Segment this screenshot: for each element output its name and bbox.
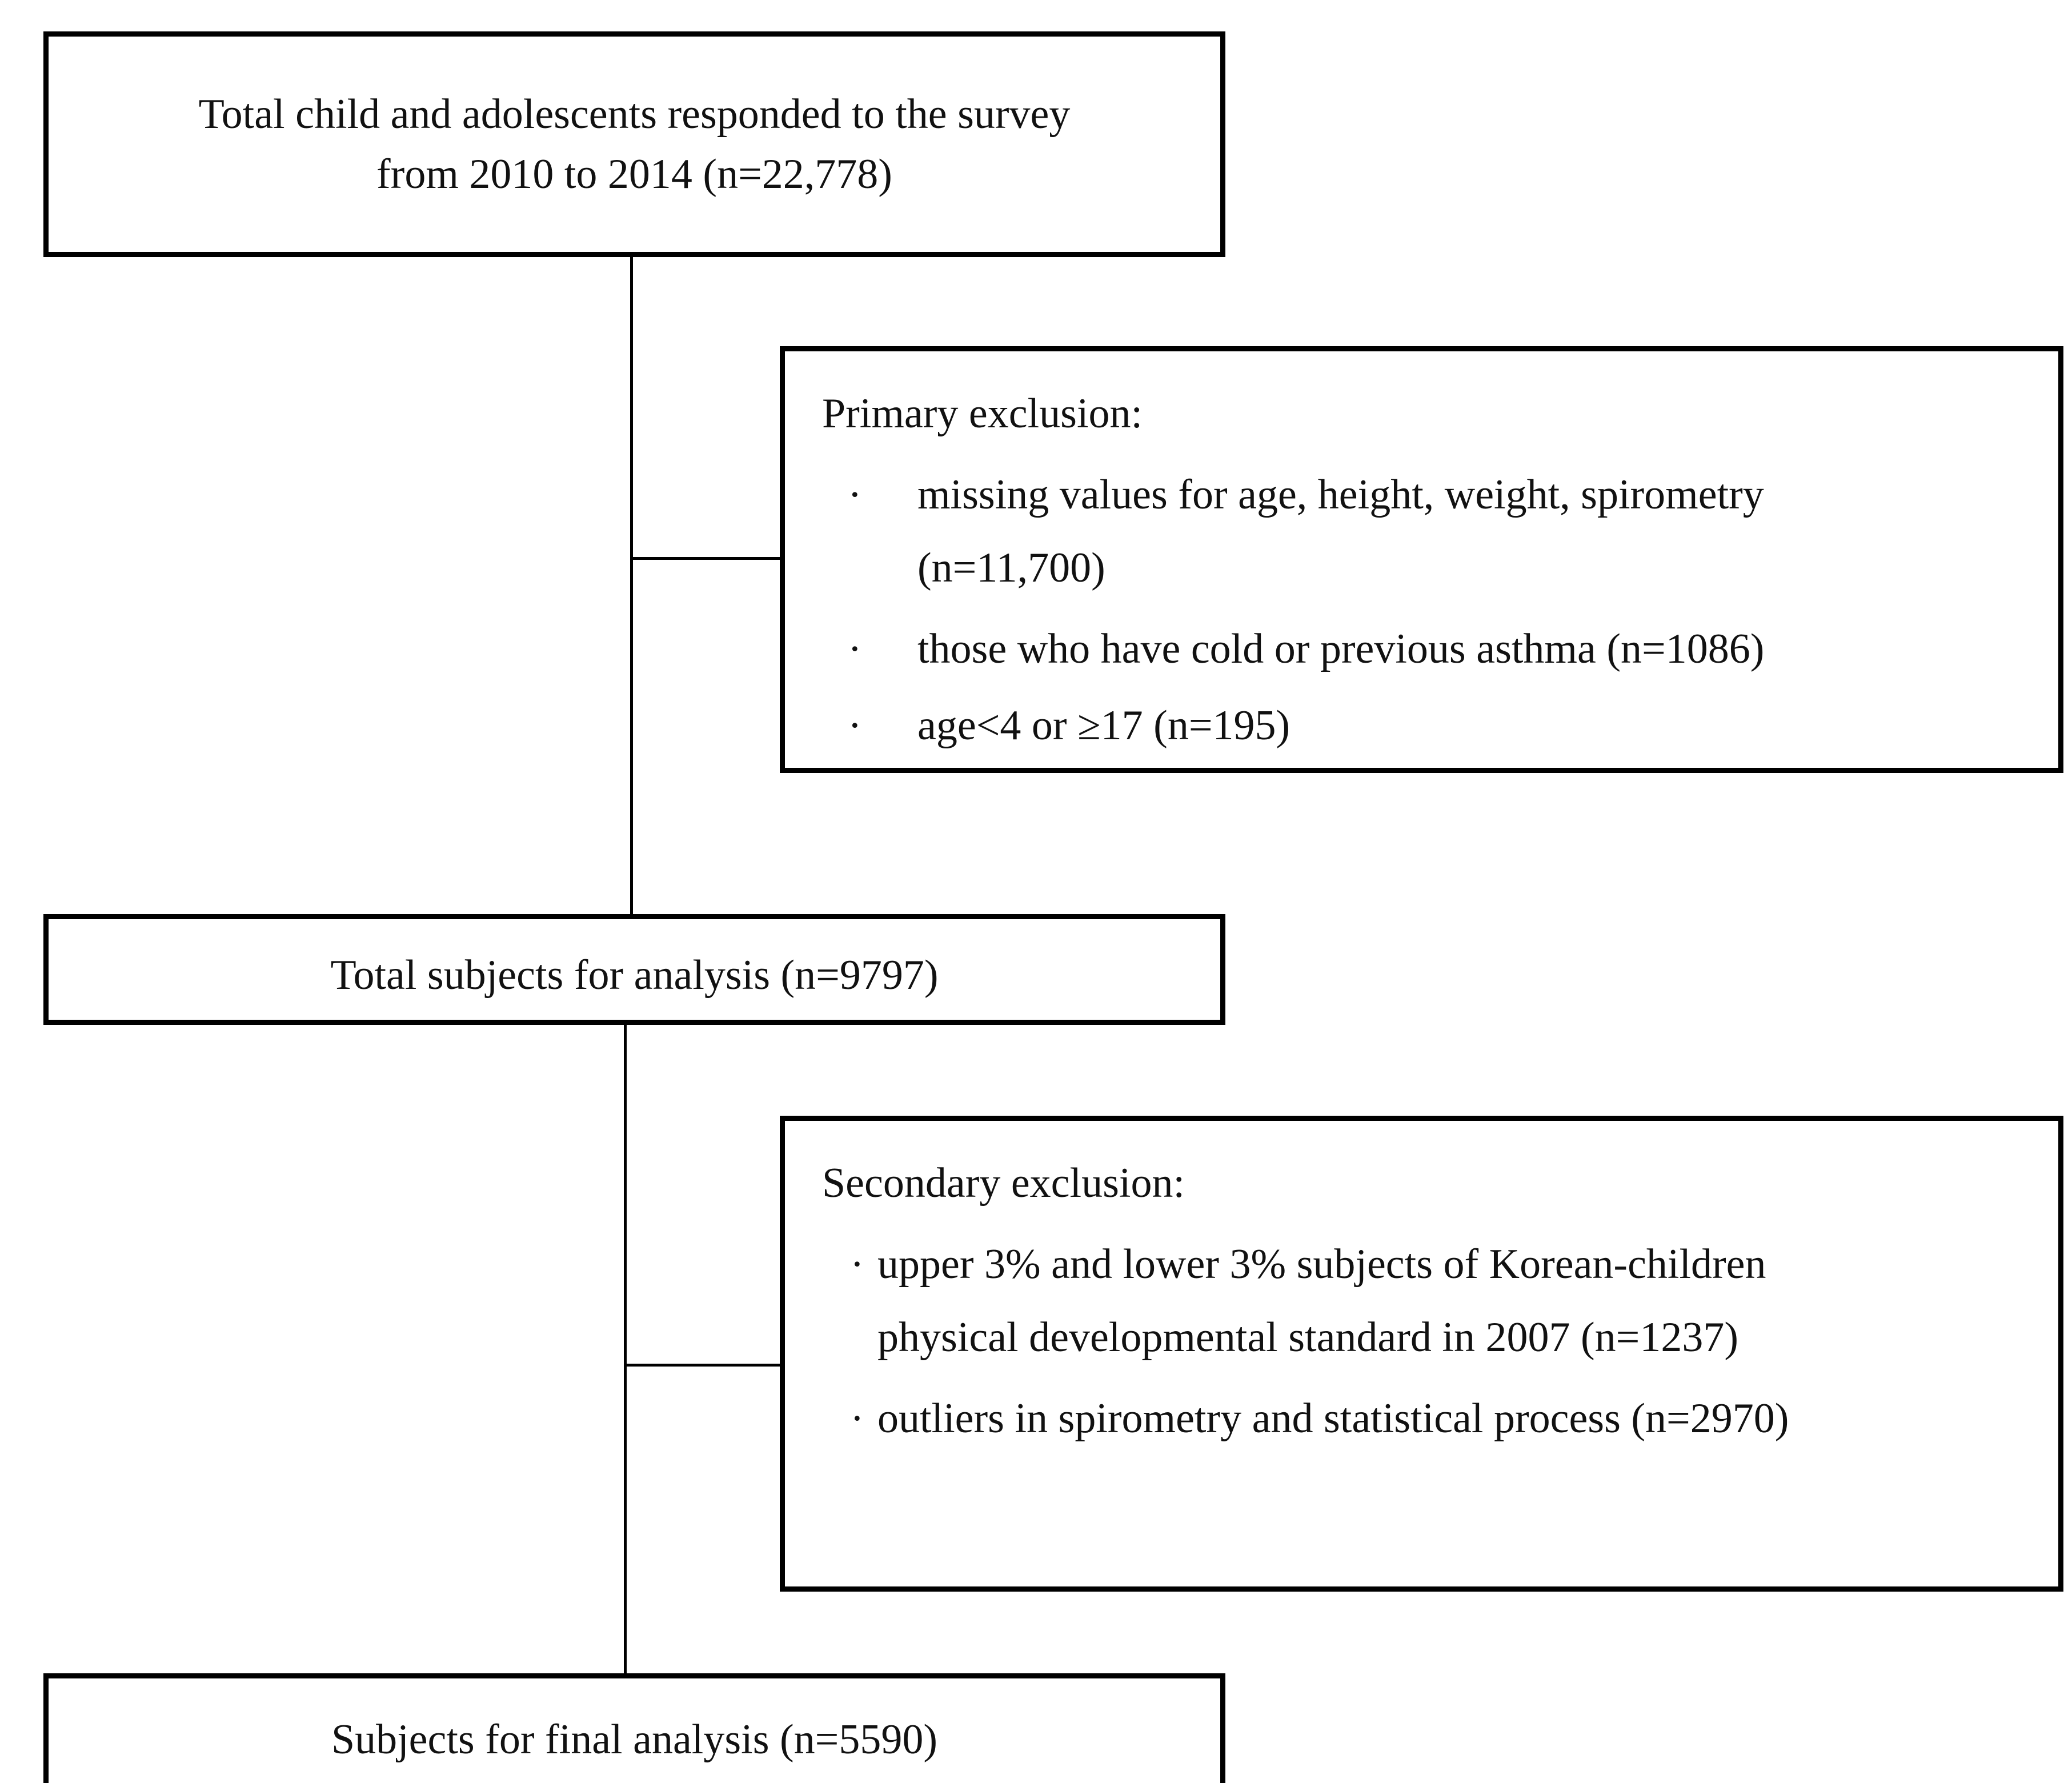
connector-branch-primary [630, 557, 780, 560]
survey-respondents-box: Total child and adolescents responded to… [43, 31, 1225, 257]
bullet-icon: · [848, 471, 862, 518]
total-subjects-label: Total subjects for analysis (n=9797) [330, 952, 939, 999]
primary-item-1-line2: (n=11,700) [917, 544, 1105, 591]
survey-respondents-line2: from 2010 to 2014 (n=22,778) [376, 150, 892, 198]
final-subjects-label: Subjects for final analysis (n=5590) [331, 1716, 938, 1763]
primary-item-3-line1: age<4 or ≥17 (n=195) [917, 702, 1291, 749]
primary-item-1-line1: missing values for age, height, weight, … [917, 471, 1764, 518]
bullet-icon: · [850, 1395, 864, 1442]
secondary-item-1-line2: physical developmental standard in 2007 … [877, 1314, 1738, 1361]
total-subjects-box: Total subjects for analysis (n=9797) [43, 914, 1225, 1025]
connector-total-to-final [624, 1025, 627, 1673]
connector-branch-secondary [624, 1364, 780, 1367]
secondary-item-1-line1: upper 3% and lower 3% subjects of Korean… [877, 1241, 1766, 1288]
survey-respondents-line1: Total child and adolescents responded to… [198, 90, 1071, 138]
bullet-icon: · [848, 702, 862, 749]
primary-item-2-line1: those who have cold or previous asthma (… [917, 626, 1765, 672]
final-subjects-box: Subjects for final analysis (n=5590) [43, 1673, 1225, 1783]
connector-top-to-total [630, 257, 633, 914]
secondary-exclusion-heading: Secondary exclusion: [822, 1160, 1185, 1207]
secondary-exclusion-box: Secondary exclusion: · upper 3% and lowe… [780, 1116, 2063, 1592]
primary-exclusion-heading: Primary exclusion: [822, 390, 1143, 437]
bullet-icon: · [848, 626, 862, 672]
secondary-item-2-line1: outliers in spirometry and statistical p… [877, 1395, 1789, 1442]
primary-exclusion-box: Primary exclusion: · missing values for … [780, 346, 2063, 773]
bullet-icon: · [850, 1241, 864, 1288]
